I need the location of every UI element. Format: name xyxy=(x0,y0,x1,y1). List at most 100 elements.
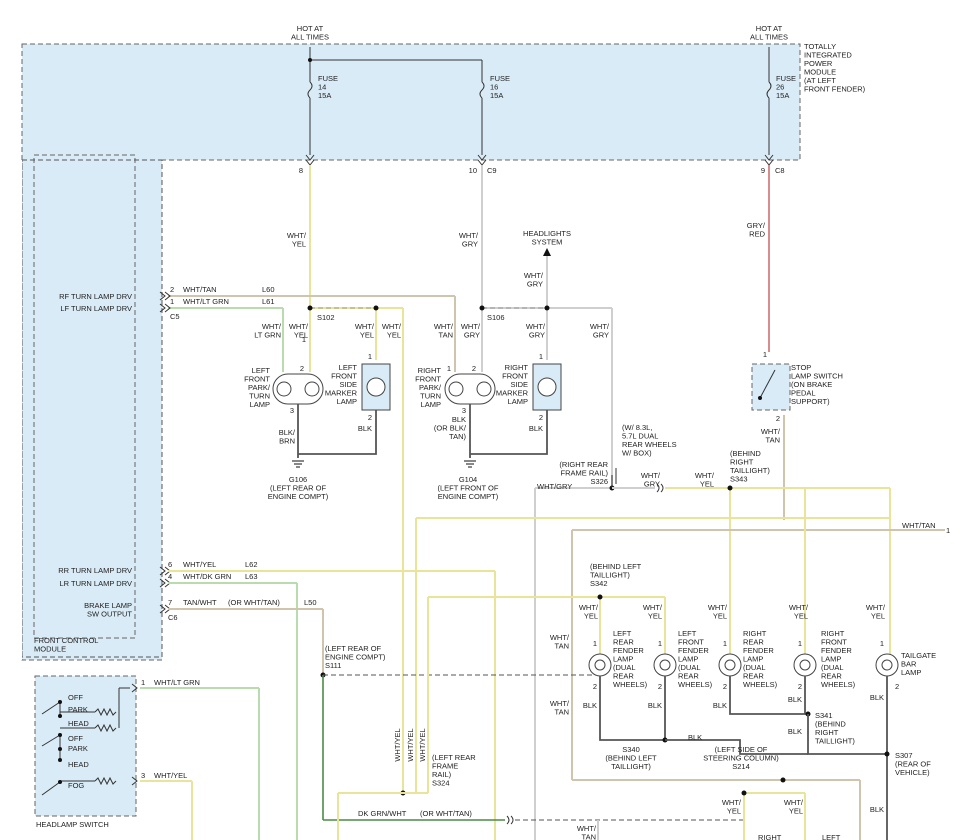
label-blk: BLK xyxy=(713,701,727,710)
tailgate-bar-lamp xyxy=(875,653,899,677)
label-wire-wht-gry-hl: WHT/GRY xyxy=(524,271,544,289)
label-wire-wht-ltgrn-l61: WHT/LT GRN xyxy=(183,297,229,306)
label-headlamp-switch: HEADLAMP SWITCH xyxy=(36,820,109,829)
label-pin2: 2 xyxy=(472,364,476,373)
rr-fender-lamp xyxy=(718,653,742,677)
label-pin-c5-1: 1 xyxy=(170,297,174,306)
ground-g104-icon xyxy=(464,460,476,468)
label-wht-tan: WHT/TAN xyxy=(761,427,781,445)
label-wht-yel: WHT/YEL xyxy=(382,322,402,340)
label-c5: C5 xyxy=(170,312,180,321)
label-pin1: 1 xyxy=(723,639,727,648)
label-hs-head: HEAD xyxy=(68,719,89,728)
label-wht-yel: WHT/YEL xyxy=(355,322,375,340)
label-pin-c6-6: 6 xyxy=(168,560,172,569)
label-pin10: 10 xyxy=(469,166,477,175)
label-wire-gry-red: GRY/RED xyxy=(747,221,766,239)
label-pin-c6-4: 4 xyxy=(168,572,172,581)
label-pin2: 2 xyxy=(539,413,543,422)
label-s102: S102 xyxy=(317,313,335,322)
label-pin1: 1 xyxy=(593,639,597,648)
lf-side-marker-lamp xyxy=(361,363,391,411)
label-hs-off: OFF xyxy=(68,693,83,702)
rf-fender-lamp xyxy=(793,653,817,677)
label-pin8: 8 xyxy=(299,166,303,175)
stop-lamp-switch xyxy=(751,363,791,411)
label-wht-yel-vert: WHT/YEL xyxy=(393,728,402,761)
label-page-ref-1: 1 xyxy=(946,526,950,535)
fcm-module xyxy=(33,154,136,639)
label-or-wht-tan: (OR WHT/TAN) xyxy=(228,598,280,607)
label-blk-or-blk-tan: BLK(OR BLK/TAN) xyxy=(434,415,467,441)
label-blk: BLK xyxy=(358,424,372,433)
label-wire-wht-gry-top: WHT/GRY xyxy=(459,231,479,249)
label-pin2: 2 xyxy=(368,413,372,422)
fuse26-symbol xyxy=(766,81,772,99)
label-wht-tan: WHT/TAN xyxy=(577,824,597,840)
label-pin2: 2 xyxy=(723,682,727,691)
label-blk: BLK xyxy=(788,695,802,704)
label-pin9: 9 xyxy=(761,166,765,175)
label-or-wht-tan: (OR WHT/TAN) xyxy=(420,809,472,818)
label-s106: S106 xyxy=(487,313,505,322)
label-pin1: 1 xyxy=(658,639,662,648)
label-wht-gry-inline: WHT/GRY xyxy=(537,482,572,491)
label-hs-wire1: WHT/LT GRN xyxy=(154,678,200,687)
label-wht-tan-long: WHT/TAN xyxy=(902,521,936,530)
label-wht-yel: WHT/YEL xyxy=(789,603,809,621)
label-pin-c6-7: 7 xyxy=(168,598,172,607)
label-pin1: 1 xyxy=(302,335,306,344)
label-wht-ltgrn: WHT/LT GRN xyxy=(254,322,282,340)
label-blk-brn: BLK/BRN xyxy=(279,428,296,446)
ground-g106-icon xyxy=(292,460,304,468)
label-wht-yel: WHT/YEL xyxy=(643,603,663,621)
label-conn-c9: C9 xyxy=(487,166,497,175)
label-wht-yel: WHT/YEL xyxy=(722,798,742,816)
label-hs-off: OFF xyxy=(68,734,83,743)
label-wht-yel-vert: WHT/YEL xyxy=(406,728,415,761)
label-hs-wire3: WHT/YEL xyxy=(154,771,187,780)
rf-park-turn-lamp xyxy=(444,373,496,405)
label-wht-tan: WHT/TAN xyxy=(550,699,570,717)
label-wht-yel-vert: WHT/YEL xyxy=(418,728,427,761)
arrow-up-icon xyxy=(543,248,551,256)
label-pin1: 1 xyxy=(539,352,543,361)
label-wht-gry: WHT/GRY xyxy=(461,322,481,340)
label-pin1: 1 xyxy=(763,350,767,359)
label-lr-turn-drv: LR TURN LAMP DRV xyxy=(59,579,132,588)
label-wire-wht-yel-top: WHT/YEL xyxy=(287,231,307,249)
label-wht-gry: WHT/GRY xyxy=(590,322,610,340)
label-rf-lamp2: RIGHT xyxy=(758,833,782,840)
label-pin3: 3 xyxy=(462,406,466,415)
label-blk: BLK xyxy=(688,733,702,742)
splice-s214 xyxy=(780,777,786,783)
label-c6: C6 xyxy=(168,613,178,622)
splice-bus xyxy=(308,58,312,62)
label-wht-yel: WHT/YEL xyxy=(784,798,804,816)
label-l50: L50 xyxy=(304,598,317,607)
label-pin1: 1 xyxy=(798,639,802,648)
label-pin2: 2 xyxy=(895,682,899,691)
label-blk: BLK xyxy=(648,701,662,710)
label-pin1: 1 xyxy=(368,352,372,361)
